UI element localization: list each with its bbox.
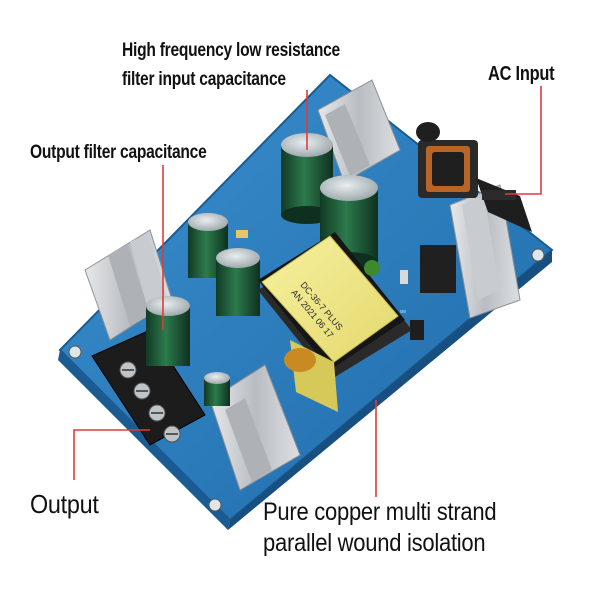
ac-input-terminal bbox=[420, 178, 532, 293]
pointer-output bbox=[73, 429, 150, 480]
label-pc-line1: Pure copper multi strand bbox=[263, 498, 497, 526]
mount-hole bbox=[208, 498, 222, 512]
transformer: DC-36-7 PLUS AN 2021 06 17 bbox=[258, 232, 412, 412]
label-ac-input: AC Input bbox=[488, 63, 555, 85]
output-terminal-block bbox=[91, 329, 206, 446]
label-output-filter: Output filter capacitance bbox=[30, 142, 207, 163]
capacitor-output-3 bbox=[146, 296, 190, 366]
front-heatsink bbox=[209, 364, 301, 491]
pointer-lines bbox=[73, 86, 542, 497]
pointer-ac-input bbox=[505, 86, 542, 195]
copper-winding bbox=[284, 348, 316, 372]
small-components bbox=[236, 230, 424, 340]
label-pure-copper: Pure copper multi strand parallel wound … bbox=[263, 497, 497, 559]
mount-hole bbox=[68, 345, 82, 359]
label-output: Output bbox=[30, 489, 99, 519]
capacitor-small bbox=[204, 372, 230, 406]
label-hf-line1: High frequency low resistance bbox=[122, 40, 340, 61]
label-hf-capacitance: High frequency low resistance filter inp… bbox=[122, 36, 340, 94]
bridge-rectifier bbox=[420, 245, 456, 293]
label-hf-line2: filter input capacitance bbox=[122, 69, 286, 90]
label-pc-line2: parallel wound isolation bbox=[263, 529, 486, 557]
capacitor-output-2 bbox=[216, 248, 260, 316]
input-choke bbox=[416, 122, 478, 198]
mount-hole bbox=[531, 248, 545, 262]
